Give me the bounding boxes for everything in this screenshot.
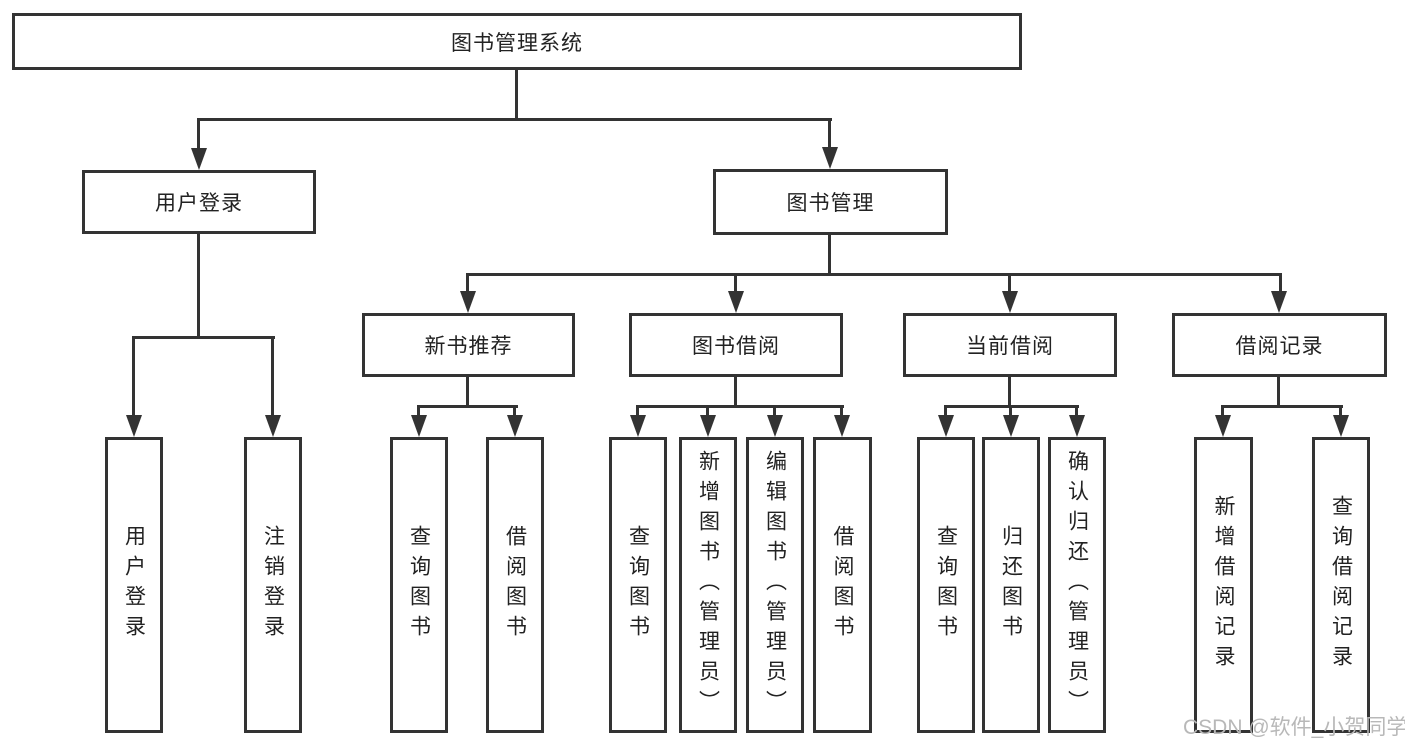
node-book-management-label: 图书管理	[786, 192, 875, 215]
arrowhead-down-icon	[507, 415, 523, 437]
connector-root-stem	[515, 69, 518, 121]
connector-current-borrow-stem	[1008, 377, 1011, 408]
leaf-query-books-2-label: 查询图书	[626, 525, 650, 645]
leaf-add-book-admin: 新增图书（管理员）	[679, 437, 737, 733]
node-book-management: 图书管理	[713, 169, 948, 235]
connector-drop	[417, 405, 420, 417]
leaf-return-book-label: 归还图书	[999, 525, 1023, 645]
connector-book-borrow-stem	[734, 377, 737, 408]
leaf-confirm-return-admin: 确认归还（管理员）	[1048, 437, 1106, 733]
arrowhead-down-icon	[126, 415, 142, 437]
leaf-borrow-books-1: 借阅图书	[486, 437, 544, 733]
connector-drop-book-management	[828, 118, 831, 151]
arrowhead-down-icon	[767, 415, 783, 437]
connector-drop	[840, 405, 843, 417]
leaf-add-book-admin-label: 新增图书（管理员）	[696, 450, 720, 720]
leaf-logout: 注销登录	[244, 437, 302, 733]
leaf-borrow-books-2: 借阅图书	[813, 437, 872, 733]
connector-new-book-bar	[417, 405, 518, 408]
leaf-add-borrow-record: 新增借阅记录	[1194, 437, 1253, 733]
connector-drop	[773, 405, 776, 417]
node-book-borrow: 图书借阅	[629, 313, 843, 377]
leaf-edit-book-admin-label: 编辑图书（管理员）	[763, 450, 787, 720]
connector-drop-new-book-recommend	[466, 273, 469, 293]
leaf-return-book: 归还图书	[982, 437, 1040, 733]
connector-drop-leaf-logout	[271, 336, 274, 417]
connector-drop-user-login	[197, 118, 200, 152]
connector-drop	[1339, 405, 1342, 417]
arrowhead-down-icon	[938, 415, 954, 437]
leaf-query-books-1: 查询图书	[390, 437, 448, 733]
arrowhead-down-icon	[460, 291, 476, 313]
connector-drop-current-borrow	[1008, 273, 1011, 293]
arrowhead-down-icon	[1069, 415, 1085, 437]
node-root: 图书管理系统	[12, 13, 1022, 70]
connector-user-login-bar	[132, 336, 275, 339]
arrowhead-down-icon	[728, 291, 744, 313]
arrowhead-down-icon	[1271, 291, 1287, 313]
arrowhead-down-icon	[191, 148, 207, 170]
leaf-query-books-2: 查询图书	[609, 437, 667, 733]
connector-drop	[636, 405, 639, 417]
connector-drop	[1075, 405, 1078, 417]
connector-borrow-record-bar	[1221, 405, 1343, 408]
leaf-user-login-label: 用户登录	[122, 525, 146, 645]
leaf-user-login: 用户登录	[105, 437, 163, 733]
arrowhead-down-icon	[1333, 415, 1349, 437]
node-new-book-recommend: 新书推荐	[362, 313, 575, 377]
leaf-query-borrow-record-label: 查询借阅记录	[1329, 495, 1353, 675]
connector-borrow-record-stem	[1277, 377, 1280, 408]
node-current-borrow: 当前借阅	[903, 313, 1117, 377]
leaf-query-books-3-label: 查询图书	[934, 525, 958, 645]
arrowhead-down-icon	[700, 415, 716, 437]
arrowhead-down-icon	[265, 415, 281, 437]
arrowhead-down-icon	[1002, 291, 1018, 313]
connector-drop-book-borrow	[734, 273, 737, 293]
leaf-query-books-3: 查询图书	[917, 437, 975, 733]
leaf-borrow-books-2-label: 借阅图书	[831, 525, 854, 645]
node-book-borrow-label: 图书借阅	[692, 335, 780, 358]
arrowhead-down-icon	[630, 415, 646, 437]
connector-drop-leaf-user-login	[132, 336, 135, 417]
connector-book-management-bar	[466, 273, 1282, 276]
csdn-watermark: CSDN @软件_小贺同学	[1183, 716, 1405, 739]
arrowhead-down-icon	[834, 415, 850, 437]
node-user-login: 用户登录	[82, 170, 316, 234]
connector-new-book-stem	[466, 377, 469, 408]
connector-drop	[706, 405, 709, 417]
node-borrow-record-label: 借阅记录	[1235, 335, 1324, 358]
connector-drop-borrow-record	[1279, 273, 1282, 293]
node-borrow-record: 借阅记录	[1172, 313, 1387, 377]
connector-drop	[513, 405, 516, 417]
arrowhead-down-icon	[822, 147, 838, 169]
node-new-book-recommend-label: 新书推荐	[424, 335, 513, 358]
connector-user-login-stem	[197, 234, 200, 339]
arrowhead-down-icon	[1215, 415, 1231, 437]
node-current-borrow-label: 当前借阅	[966, 335, 1054, 358]
connector-drop	[1009, 405, 1012, 417]
leaf-query-books-1-label: 查询图书	[407, 525, 431, 645]
connector-book-management-stem	[828, 235, 831, 276]
arrowhead-down-icon	[1003, 415, 1019, 437]
leaf-confirm-return-admin-label: 确认归还（管理员）	[1065, 450, 1089, 720]
leaf-edit-book-admin: 编辑图书（管理员）	[746, 437, 804, 733]
leaf-borrow-books-1-label: 借阅图书	[503, 525, 527, 645]
connector-book-borrow-bar	[636, 405, 844, 408]
leaf-add-borrow-record-label: 新增借阅记录	[1212, 495, 1235, 675]
connector-drop	[1221, 405, 1224, 417]
connector-root-bar	[197, 118, 832, 121]
arrowhead-down-icon	[411, 415, 427, 437]
connector-drop	[944, 405, 947, 417]
leaf-query-borrow-record: 查询借阅记录	[1312, 437, 1370, 733]
node-root-label: 图书管理系统	[451, 31, 583, 55]
node-user-login-label: 用户登录	[155, 192, 243, 215]
leaf-logout-label: 注销登录	[261, 525, 285, 645]
